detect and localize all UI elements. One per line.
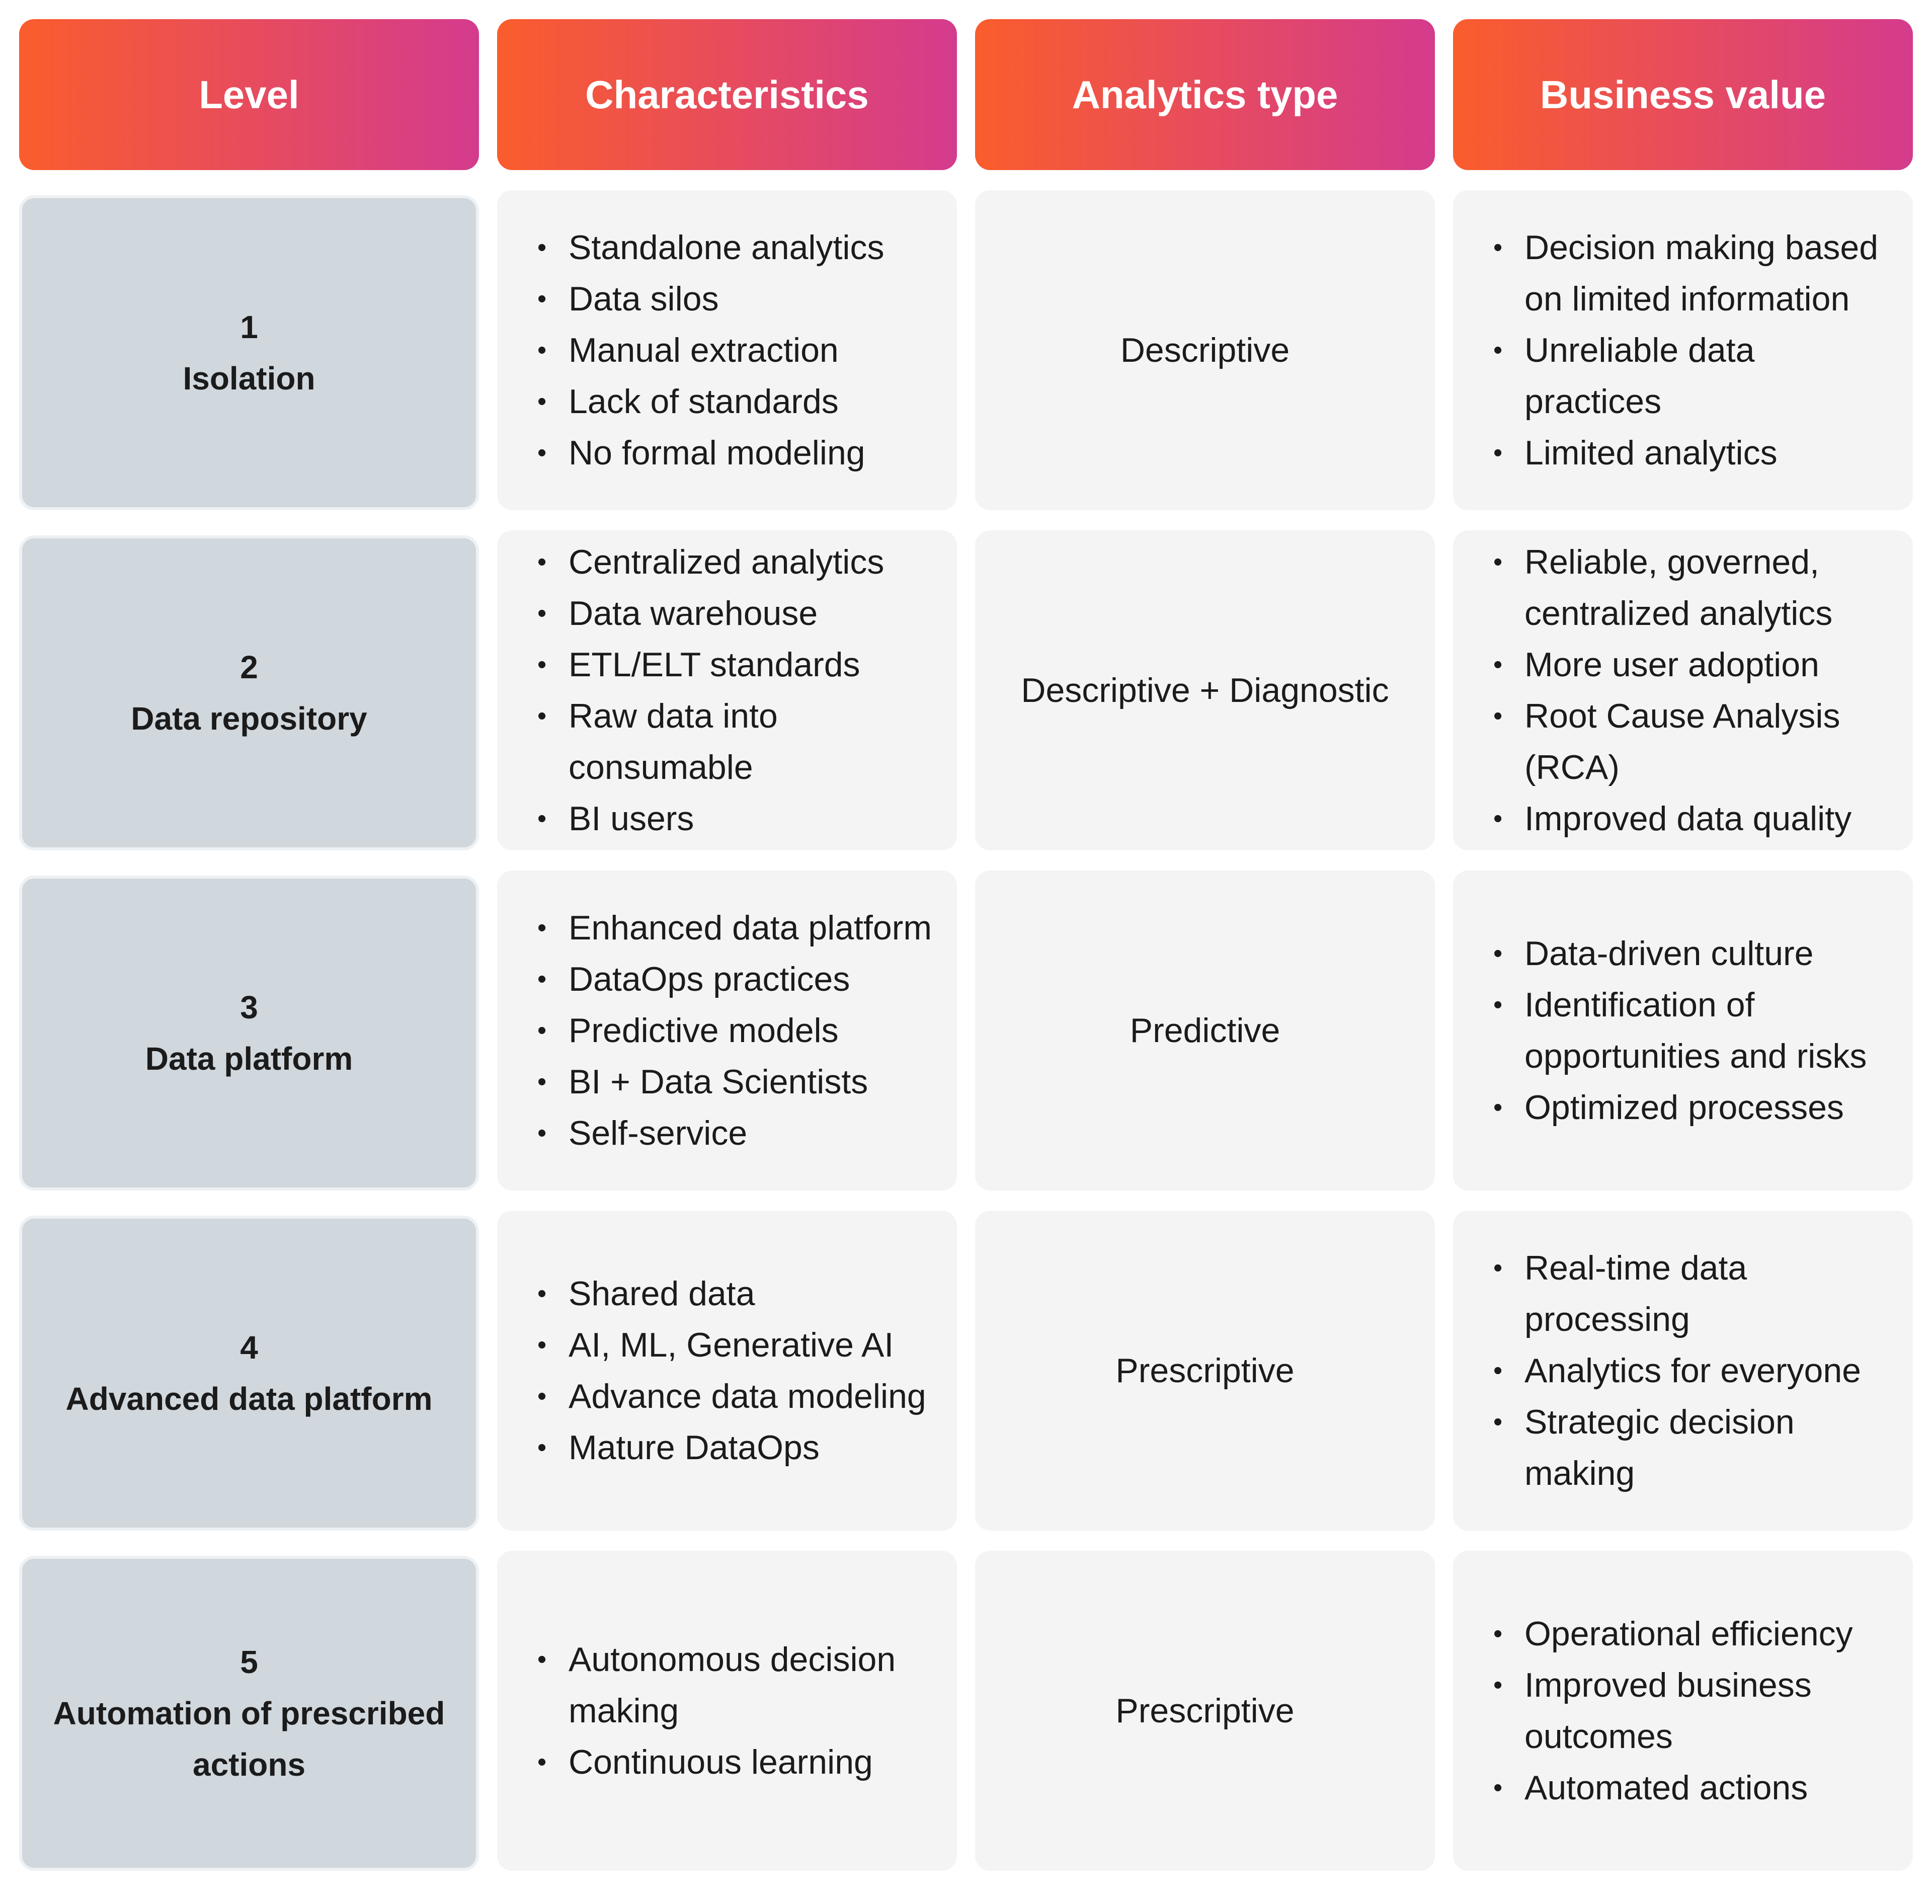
characteristic-item: Predictive models	[537, 1005, 932, 1056]
characteristics-list: Standalone analyticsData silosManual ext…	[537, 222, 884, 479]
analytics-type-label: Descriptive	[1120, 331, 1290, 369]
analytics-type-label: Predictive	[1130, 1011, 1280, 1050]
characteristic-item: Self-service	[537, 1107, 932, 1159]
level-name: Data platform	[145, 1041, 353, 1077]
business-value-item: Automated actions	[1493, 1762, 1898, 1813]
characteristic-item: Mature DataOps	[537, 1422, 926, 1473]
characteristic-item: Continuous learning	[537, 1736, 942, 1788]
business-value-item: Improved data quality	[1493, 793, 1898, 844]
characteristics-list: Centralized analyticsData warehouseETL/E…	[537, 536, 942, 844]
business-value-cell: Real-time data processingAnalytics for e…	[1453, 1211, 1913, 1531]
characteristic-item: Shared data	[537, 1268, 926, 1319]
business-value-list: Real-time data processingAnalytics for e…	[1493, 1242, 1898, 1499]
business-value-list: Reliable, governed, centralized analytic…	[1493, 536, 1898, 844]
business-value-item: More user adoption	[1493, 639, 1898, 690]
business-value-item: Identification of opportunities and risk…	[1493, 979, 1898, 1082]
analytics-type-label: Prescriptive	[1115, 1352, 1295, 1390]
business-value-cell: Decision making based on limited informa…	[1453, 190, 1913, 510]
characteristics-list: Enhanced data platformDataOps practicesP…	[537, 902, 932, 1159]
characteristics-list: Autonomous decision makingContinuous lea…	[537, 1634, 942, 1788]
business-value-cell: Data-driven cultureIdentification of opp…	[1453, 870, 1913, 1191]
characteristic-item: BI + Data Scientists	[537, 1056, 932, 1107]
business-value-item: Strategic decision making	[1493, 1396, 1898, 1499]
header-characteristics: Characteristics	[497, 19, 957, 170]
characteristic-item: DataOps practices	[537, 954, 932, 1005]
business-value-item: Operational efficiency	[1493, 1608, 1898, 1659]
business-value-item: Unreliable data practices	[1493, 325, 1898, 427]
level-number: 5	[240, 1644, 258, 1680]
level-number: 2	[240, 649, 258, 685]
characteristics-list: Shared dataAI, ML, Generative AIAdvance …	[537, 1268, 926, 1473]
business-value-item: Limited analytics	[1493, 427, 1898, 479]
characteristics-cell: Centralized analyticsData warehouseETL/E…	[497, 530, 957, 850]
business-value-item: Reliable, governed, centralized analytic…	[1493, 536, 1898, 639]
level-name: Advanced data platform	[65, 1381, 433, 1417]
business-value-item: Improved business outcomes	[1493, 1659, 1898, 1762]
characteristic-item: BI users	[537, 793, 942, 844]
business-value-item: Real-time data processing	[1493, 1242, 1898, 1345]
business-value-list: Data-driven cultureIdentification of opp…	[1493, 928, 1898, 1133]
level-number: 3	[240, 989, 258, 1025]
analytics-type-label: Descriptive + Diagnostic	[1021, 671, 1389, 709]
level-name: Isolation	[183, 360, 315, 396]
characteristic-item: Raw data into consumable	[537, 690, 942, 793]
characteristic-item: Centralized analytics	[537, 536, 942, 588]
business-value-cell: Operational efficiencyImproved business …	[1453, 1551, 1913, 1871]
characteristic-item: No formal modeling	[537, 427, 884, 479]
characteristics-cell: Standalone analyticsData silosManual ext…	[497, 190, 957, 510]
analytics-type-cell: Descriptive	[975, 190, 1435, 510]
business-value-item: Decision making based on limited informa…	[1493, 222, 1898, 325]
characteristic-item: Enhanced data platform	[537, 902, 932, 954]
business-value-item: Data-driven culture	[1493, 928, 1898, 979]
level-name: Automation of prescribed actions	[53, 1695, 445, 1783]
business-value-item: Root Cause Analysis (RCA)	[1493, 690, 1898, 793]
characteristic-item: Autonomous decision making	[537, 1634, 942, 1736]
analytics-type-cell: Predictive	[975, 870, 1435, 1191]
characteristics-cell: Autonomous decision makingContinuous lea…	[497, 1551, 957, 1871]
analytics-type-cell: Prescriptive	[975, 1551, 1435, 1871]
characteristic-item: Data warehouse	[537, 588, 942, 639]
business-value-item: Analytics for everyone	[1493, 1345, 1898, 1396]
level-name: Data repository	[131, 700, 367, 737]
header-business-value: Business value	[1453, 19, 1913, 170]
characteristics-cell: Enhanced data platformDataOps practicesP…	[497, 870, 957, 1191]
level-number: 1	[240, 309, 258, 345]
characteristic-item: Manual extraction	[537, 325, 884, 376]
characteristic-item: AI, ML, Generative AI	[537, 1319, 926, 1371]
level-number: 4	[240, 1329, 258, 1366]
business-value-cell: Reliable, governed, centralized analytic…	[1453, 530, 1913, 850]
analytics-type-cell: Prescriptive	[975, 1211, 1435, 1531]
header-analytics-type: Analytics type	[975, 19, 1435, 170]
characteristic-item: Standalone analytics	[537, 222, 884, 273]
header-level: Level	[19, 19, 479, 170]
business-value-list: Operational efficiencyImproved business …	[1493, 1608, 1898, 1813]
characteristic-item: Advance data modeling	[537, 1371, 926, 1422]
characteristic-item: Lack of standards	[537, 376, 884, 427]
analytics-type-cell: Descriptive + Diagnostic	[975, 530, 1435, 850]
maturity-table: Level Characteristics Analytics type Bus…	[19, 19, 1914, 1871]
characteristic-item: Data silos	[537, 273, 884, 325]
business-value-item: Optimized processes	[1493, 1082, 1898, 1133]
analytics-type-label: Prescriptive	[1115, 1692, 1295, 1730]
characteristic-item: ETL/ELT standards	[537, 639, 942, 690]
characteristics-cell: Shared dataAI, ML, Generative AIAdvance …	[497, 1211, 957, 1531]
business-value-list: Decision making based on limited informa…	[1493, 222, 1898, 479]
